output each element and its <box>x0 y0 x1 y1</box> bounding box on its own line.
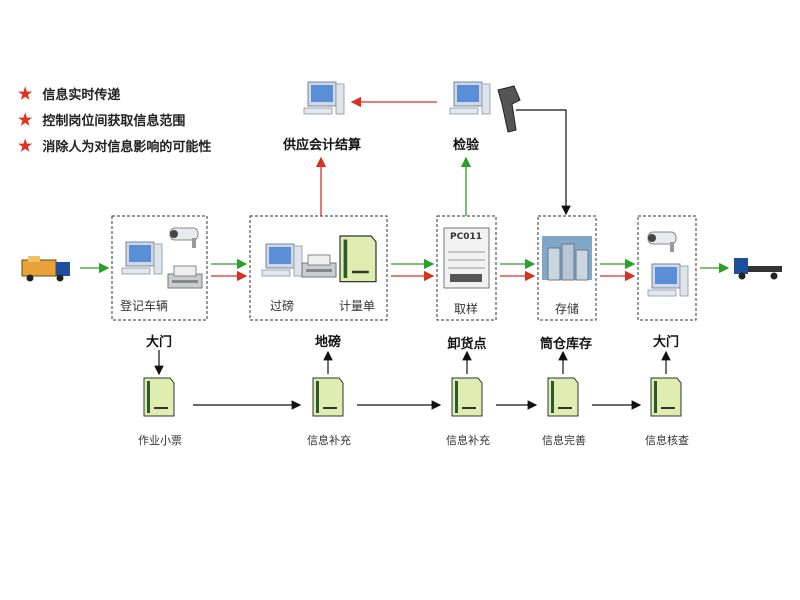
inspection-computer-icon <box>449 81 491 115</box>
storage-station-box <box>537 215 597 321</box>
bill-label: 计量单 <box>338 299 376 313</box>
doc3-icon <box>451 377 483 417</box>
gate2-label: 大门 <box>652 335 680 350</box>
weigh-label: 过磅 <box>269 299 295 313</box>
sample-card-code: PC011 <box>450 232 482 242</box>
incoming-truck-icon <box>21 255 71 282</box>
legend-label: 信息实时传递 <box>42 88 121 103</box>
legend-label: 控制岗位间获取信息范围 <box>42 114 186 129</box>
register-printer-icon <box>167 265 203 289</box>
doc3-label: 信息补充 <box>446 434 490 447</box>
register-label: 登记车辆 <box>119 299 169 313</box>
weigh-station-box <box>249 215 388 321</box>
doc2-label: 信息补充 <box>307 434 351 447</box>
doc2-icon <box>312 377 344 417</box>
register-computer-icon <box>121 241 163 275</box>
sample-station-box <box>436 215 497 321</box>
exit-station-box <box>637 215 697 321</box>
gate1-label: 大门 <box>145 335 173 350</box>
legend-item: ★ 消除人为对信息影响的可能性 <box>18 136 211 155</box>
doc5-icon <box>650 377 682 417</box>
star-icon: ★ <box>18 83 33 103</box>
doc1-label: 作业小票 <box>138 434 182 447</box>
weigh-computer-icon <box>261 243 303 277</box>
silo-icon <box>542 236 592 281</box>
barcode-scanner-icon <box>497 85 521 133</box>
accounting-label: 供应会计结算 <box>282 138 362 153</box>
star-icon: ★ <box>18 135 33 155</box>
outgoing-truck-icon <box>734 258 782 280</box>
legend-item: ★ 信息实时传递 <box>18 84 120 103</box>
doc4-label: 信息完善 <box>542 434 586 447</box>
legend-label: 消除人为对信息影响的可能性 <box>42 140 212 155</box>
sample-label: 取样 <box>453 302 479 316</box>
exit-camera-icon <box>647 231 677 253</box>
inspection-label: 检验 <box>452 138 480 153</box>
weigh-printer-icon <box>301 254 337 278</box>
sample-card-icon <box>443 227 490 289</box>
register-camera-icon <box>169 227 199 249</box>
exit-computer-icon <box>647 263 689 297</box>
legend-item: ★ 控制岗位间获取信息范围 <box>18 110 185 129</box>
star-icon: ★ <box>18 109 33 129</box>
storage-label: 存储 <box>554 302 580 316</box>
doc1-icon <box>143 377 175 417</box>
accounting-computer-icon <box>303 81 345 115</box>
unload-label: 卸货点 <box>447 337 487 352</box>
scale-label: 地磅 <box>314 335 342 350</box>
register-station-box <box>111 215 208 321</box>
doc5-label: 信息核查 <box>645 434 689 447</box>
silo-label: 筒仓库存 <box>539 337 593 352</box>
doc4-icon <box>547 377 579 417</box>
bill-document-icon <box>338 234 378 283</box>
